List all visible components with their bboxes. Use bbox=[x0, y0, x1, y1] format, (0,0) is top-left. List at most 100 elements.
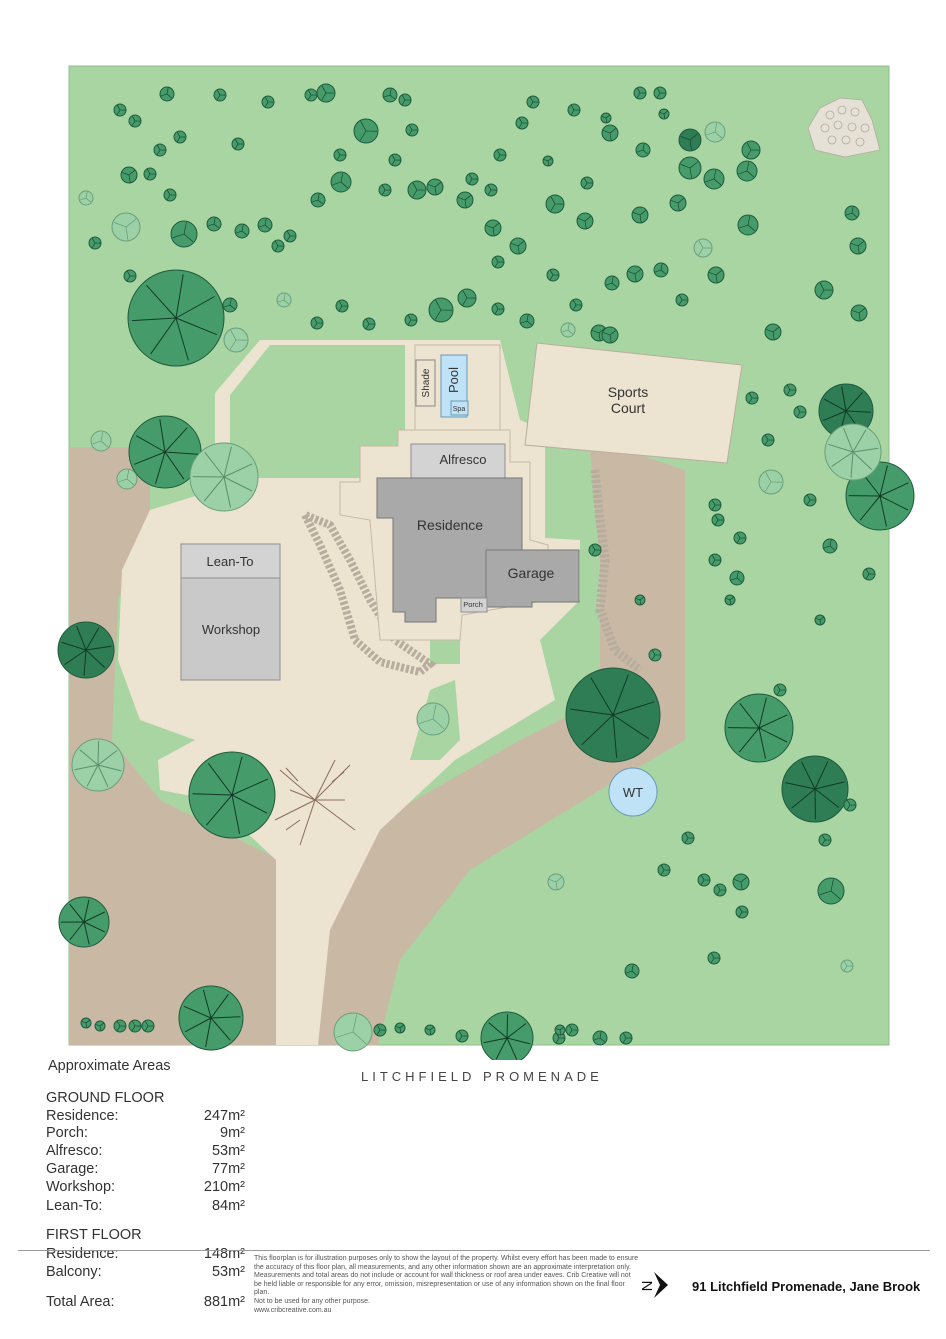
tree-branch bbox=[155, 451, 166, 484]
tree-branch bbox=[192, 793, 233, 796]
tree-branch bbox=[712, 500, 716, 506]
tree-branch bbox=[365, 323, 370, 329]
tree-branch bbox=[701, 875, 705, 881]
tree-branch bbox=[765, 435, 769, 441]
tree-branch bbox=[819, 616, 824, 621]
tree-branch bbox=[459, 1031, 463, 1037]
tree-branch bbox=[684, 837, 689, 843]
tree-branch bbox=[850, 451, 854, 478]
tree-branch bbox=[126, 275, 131, 281]
tree-branch bbox=[485, 225, 494, 229]
tree-branch bbox=[408, 315, 412, 321]
tree-branch bbox=[865, 573, 870, 579]
area-row: Balcony:53m² bbox=[46, 1264, 245, 1282]
tree-branch bbox=[409, 125, 413, 131]
tree-branch bbox=[689, 133, 699, 141]
tree-branch bbox=[175, 296, 215, 319]
tree-branch bbox=[712, 555, 716, 561]
tree-branch bbox=[642, 149, 649, 155]
tree-branch bbox=[213, 223, 220, 229]
tree-branch bbox=[602, 130, 611, 134]
tree-branch bbox=[495, 257, 499, 263]
north-arrow-icon: N bbox=[640, 1272, 668, 1298]
tree-branch bbox=[791, 788, 816, 809]
tree-branch bbox=[777, 685, 781, 691]
site-plan: Sports Court Shade Pool Spa Alfresco Res… bbox=[57, 65, 915, 1060]
label-alfresco: Alfresco bbox=[440, 452, 487, 467]
tree-branch bbox=[231, 756, 243, 796]
tree-branch bbox=[79, 197, 87, 201]
tree-branch bbox=[283, 293, 286, 301]
tree-branch bbox=[689, 161, 699, 169]
tree-branch bbox=[857, 245, 860, 254]
tree-branch bbox=[698, 240, 704, 249]
tree-branch bbox=[700, 879, 705, 885]
tree-branch bbox=[738, 170, 748, 175]
tree-branch bbox=[635, 598, 641, 601]
tree-branch bbox=[118, 478, 128, 483]
tree-branch bbox=[264, 218, 267, 226]
tree-branch bbox=[336, 154, 341, 160]
tree-branch bbox=[241, 224, 244, 232]
tree-branch bbox=[612, 714, 650, 740]
spa bbox=[450, 400, 469, 416]
tree-branch bbox=[202, 989, 212, 1019]
tree-branch bbox=[377, 1025, 381, 1031]
tree-branch bbox=[519, 118, 523, 124]
tree-branch bbox=[229, 304, 236, 310]
tree-branch bbox=[549, 274, 554, 280]
tree-branch bbox=[97, 764, 122, 772]
tree-branch bbox=[729, 596, 734, 601]
tree-branch bbox=[652, 650, 656, 656]
tree-branch bbox=[725, 598, 731, 601]
tree-branch bbox=[91, 242, 96, 248]
tree-branch bbox=[814, 761, 829, 790]
tree-branch bbox=[573, 300, 577, 306]
tree-branch bbox=[851, 310, 860, 314]
tree-branch bbox=[738, 911, 743, 917]
tree-branch bbox=[786, 389, 791, 395]
tree-branch bbox=[801, 761, 816, 790]
tree-branch bbox=[819, 619, 822, 625]
tree-branch bbox=[392, 155, 396, 161]
tree-branch bbox=[612, 674, 629, 716]
tree-branch bbox=[814, 781, 845, 790]
tree-branch bbox=[147, 169, 151, 175]
tree-branch bbox=[100, 431, 104, 442]
tree-branch bbox=[845, 212, 853, 216]
tree-branch bbox=[434, 182, 441, 188]
tree-branch bbox=[592, 545, 596, 551]
tree-branch bbox=[543, 159, 549, 162]
tree-branch bbox=[555, 881, 558, 890]
tree-branch bbox=[132, 116, 136, 122]
tree-branch bbox=[517, 241, 524, 247]
tree-branch bbox=[203, 476, 225, 502]
area-value: 84m² bbox=[211, 1198, 245, 1214]
tree-branch bbox=[847, 800, 851, 806]
tree-branch bbox=[627, 271, 636, 275]
lawn-strip bbox=[430, 640, 460, 664]
tree-branch bbox=[85, 627, 100, 651]
tree-branch bbox=[663, 110, 668, 115]
tree-branch bbox=[488, 1022, 508, 1039]
tree-branch bbox=[567, 329, 574, 335]
tree-branch bbox=[166, 93, 173, 99]
tree-branch bbox=[758, 714, 788, 729]
tree-branch bbox=[175, 317, 189, 361]
tree-branch bbox=[274, 245, 279, 251]
tree-branch bbox=[879, 465, 888, 497]
tree-branch bbox=[145, 1021, 149, 1027]
tree-branch bbox=[639, 214, 642, 223]
tree-branch bbox=[598, 328, 605, 334]
tree-branch bbox=[611, 276, 614, 284]
tree-branch bbox=[639, 210, 646, 216]
tree-branch bbox=[83, 899, 90, 923]
tree-branch bbox=[736, 537, 741, 543]
tree-branch bbox=[418, 718, 434, 724]
tree-branch bbox=[506, 1037, 518, 1060]
tree-branch bbox=[425, 1028, 431, 1031]
tree-branch bbox=[612, 714, 618, 759]
tree-branch bbox=[740, 877, 747, 883]
tree-branch bbox=[427, 184, 436, 188]
tree-branch bbox=[843, 965, 848, 971]
